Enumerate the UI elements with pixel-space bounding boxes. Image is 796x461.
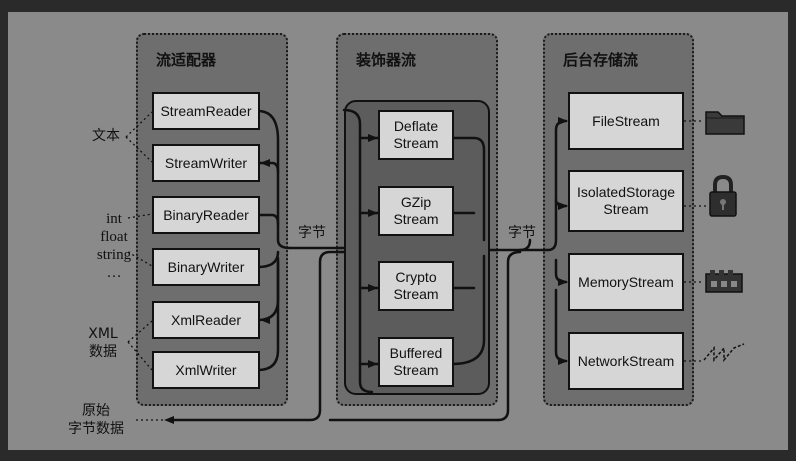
network-stream-box: NetworkStream (568, 332, 684, 390)
crypto-stream-box: Crypto Stream (378, 261, 454, 311)
file-stream-box: FileStream (568, 92, 684, 150)
folder-icon (705, 111, 745, 135)
bytes-label-right: 字节 (508, 225, 536, 241)
stream-reader-box: StreamReader (152, 92, 260, 130)
isolated-storage-stream-box: IsolatedStorage Stream (568, 170, 684, 232)
stream-writer-box: StreamWriter (152, 144, 260, 182)
memory-chip-icon (705, 270, 743, 293)
network-wave-icon (703, 343, 745, 363)
stream-adapters-title: 流适配器 (156, 51, 217, 69)
binary-reader-box: BinaryReader (152, 196, 260, 234)
deflate-stream-box: Deflate Stream (378, 110, 454, 160)
raw-bytes-label: 原始 字节数据 (68, 403, 124, 437)
xml-reader-box: XmlReader (152, 301, 260, 339)
gzip-stream-box: GZip Stream (378, 186, 454, 236)
primitive-types-label: int float string … (96, 211, 132, 281)
xml-writer-box: XmlWriter (152, 351, 260, 389)
decorator-streams-title: 装饰器流 (356, 51, 417, 69)
buffered-stream-box: Buffered Stream (378, 337, 454, 387)
padlock-icon (709, 174, 737, 217)
binary-writer-box: BinaryWriter (152, 248, 260, 286)
backing-store-streams-title: 后台存储流 (563, 51, 639, 69)
bytes-label-left: 字节 (298, 225, 326, 241)
memory-stream-box: MemoryStream (568, 253, 684, 311)
text-label: 文本 (92, 128, 120, 144)
xml-data-label: XML 数据 (88, 326, 118, 360)
